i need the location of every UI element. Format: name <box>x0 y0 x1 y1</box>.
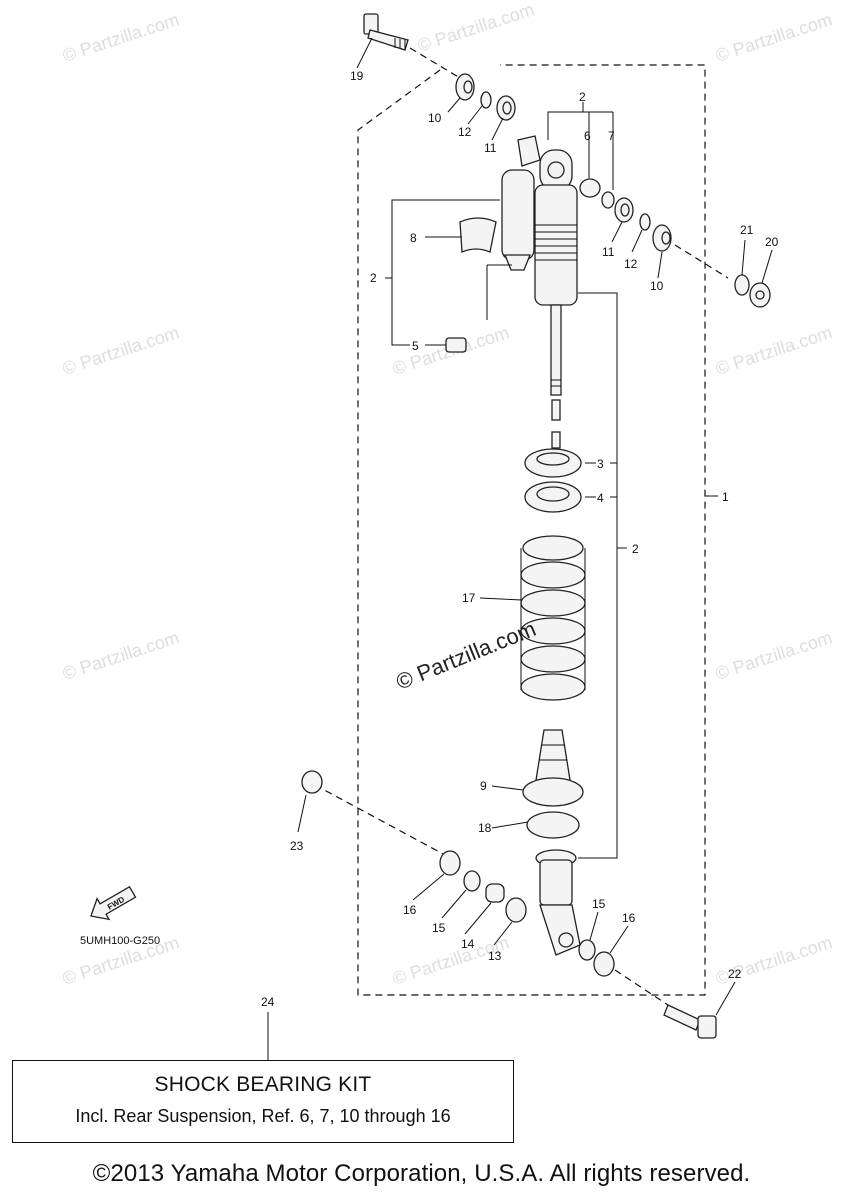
diagram-ref-code: 5UMH100-G250 <box>80 935 160 947</box>
watermark: © Partzilla.com <box>713 9 835 66</box>
callout-17: 17 <box>462 591 476 605</box>
coil-spring <box>520 535 586 701</box>
kit-description: Incl. Rear Suspension, Ref. 6, 7, 10 thr… <box>75 1106 451 1126</box>
watermark: © Partzilla.com <box>60 627 182 684</box>
nut-right <box>749 282 771 308</box>
callout-11: 11 <box>484 141 497 155</box>
axis-line <box>674 244 729 279</box>
shock-bearing-kit-box: SHOCK BEARING KIT Incl. Rear Suspension,… <box>12 1060 514 1143</box>
watermark: © Partzilla.com <box>60 9 182 66</box>
watermark: © Partzilla.com <box>60 322 182 379</box>
callout-10: 10 <box>428 111 442 125</box>
lower-clevis <box>535 849 581 956</box>
leader-lines <box>267 37 773 1060</box>
bearing-mid <box>614 197 634 223</box>
spring-guide <box>526 811 580 839</box>
washer-lower-right <box>578 939 596 961</box>
collar-mid <box>652 224 672 252</box>
washer <box>601 191 615 209</box>
bushing-lower <box>485 883 505 903</box>
callout-22: 22 <box>728 967 742 981</box>
callout-18: 18 <box>478 821 492 835</box>
shock-body <box>534 149 578 449</box>
label-sticker <box>459 217 497 253</box>
circlip-top <box>480 91 492 109</box>
watermark-layer: © Partzilla.com © Partzilla.com © Partzi… <box>60 0 835 989</box>
nut-lower <box>301 770 323 794</box>
callout-7: 7 <box>608 129 615 143</box>
callout-4: 4 <box>597 491 604 505</box>
fwd-arrow-icon: FWD <box>90 885 137 921</box>
callout-9: 9 <box>480 779 487 793</box>
callout-10: 10 <box>650 279 664 293</box>
callout-23: 23 <box>290 839 304 853</box>
seal-right <box>593 951 615 977</box>
washer-lower-left <box>463 870 481 892</box>
callout-2: 2 <box>370 271 377 285</box>
callout-15: 15 <box>432 921 446 935</box>
bearing-top <box>496 95 516 121</box>
callout-6: 6 <box>584 129 591 143</box>
reservoir <box>501 135 541 271</box>
bump-stopper <box>535 729 571 781</box>
kit-title: SHOCK BEARING KIT <box>154 1073 372 1096</box>
callout-24: 24 <box>261 995 275 1009</box>
adjuster <box>445 337 467 353</box>
callout-12: 12 <box>624 257 638 271</box>
stopper-plate <box>522 777 584 807</box>
washer-right <box>734 274 750 296</box>
bolt-lower <box>663 1004 717 1039</box>
lock-ring <box>524 481 582 513</box>
callout-14: 14 <box>461 937 475 951</box>
watermark: © Partzilla.com <box>713 322 835 379</box>
assembly-boundary <box>357 64 706 996</box>
callout-labels: 19 10 12 11 2 6 7 8 11 12 10 21 20 2 5 3… <box>261 69 779 1009</box>
axis-line <box>614 969 669 1006</box>
callout-12: 12 <box>458 125 472 139</box>
axis-line <box>409 47 461 79</box>
callout-2: 2 <box>579 90 586 104</box>
axis-line <box>314 784 446 856</box>
callout-15: 15 <box>592 897 606 911</box>
watermark: © Partzilla.com <box>713 627 835 684</box>
callout-20: 20 <box>765 235 779 249</box>
callout-5: 5 <box>412 339 419 353</box>
bolt-top <box>363 13 409 51</box>
callout-21: 21 <box>740 223 754 237</box>
seal-left <box>439 850 461 876</box>
callout-16: 16 <box>622 911 636 925</box>
copyright-notice: ©2013 Yamaha Motor Corporation, U.S.A. A… <box>92 1160 751 1187</box>
watermark-center: © Partzilla.com <box>393 616 540 695</box>
callout-11: 11 <box>602 245 615 259</box>
collar-top <box>455 73 475 101</box>
callout-13: 13 <box>488 949 502 963</box>
callout-2: 2 <box>632 542 639 556</box>
bushing <box>579 178 601 198</box>
watermark: © Partzilla.com <box>415 0 537 56</box>
circlip-mid <box>639 213 651 231</box>
bearing-lower <box>505 897 527 923</box>
callout-8: 8 <box>410 231 417 245</box>
callout-1: 1 <box>722 490 729 504</box>
spring-adjuster-ring <box>524 448 582 478</box>
callout-19: 19 <box>350 69 364 83</box>
callout-16: 16 <box>403 903 417 917</box>
callout-3: 3 <box>597 457 604 471</box>
